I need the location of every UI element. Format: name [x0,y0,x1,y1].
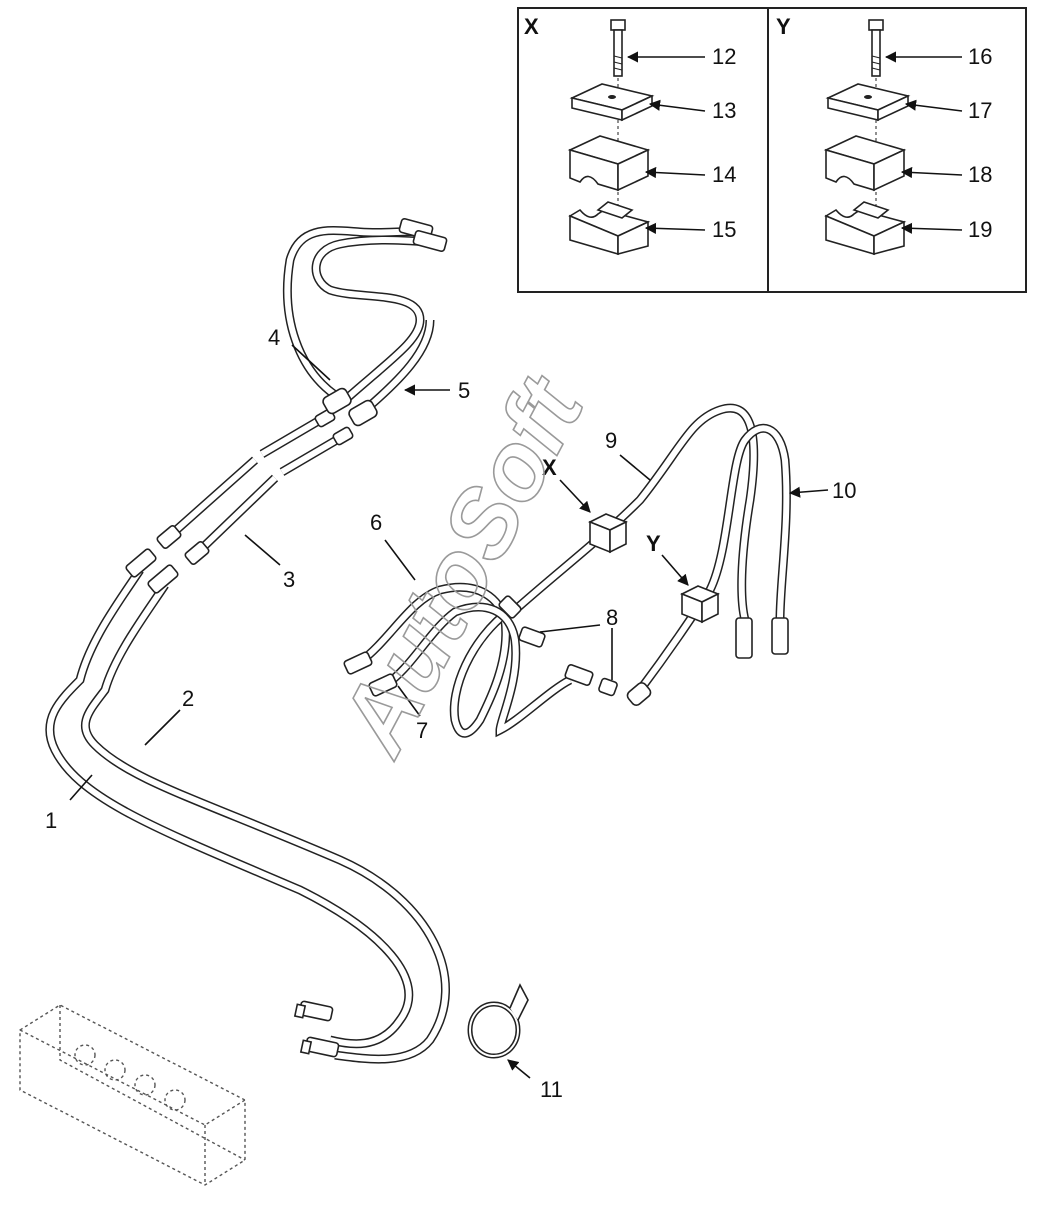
fitting-lower-b [299,1036,340,1058]
inset-panel-x: X [524,14,736,256]
callout-3: 3 [283,567,295,592]
clamp-x-on-hose [588,513,628,554]
callout-17: 17 [968,98,992,123]
bolt-12 [610,19,626,77]
callout-12: 12 [712,44,736,69]
inset-box: X [517,7,1027,293]
main-callouts: 1 2 3 4 5 6 7 8 9 10 11 X Y [45,325,856,1102]
callout-16: 16 [968,44,992,69]
bolt-16 [868,19,884,77]
callout-5: 5 [458,378,470,403]
hose-6 [357,582,513,738]
clamp-upper-14 [567,135,651,192]
callout-10: 10 [832,478,856,503]
inset-label-y: Y [776,14,791,39]
callout-x: X [542,455,557,480]
plate-13 [569,83,655,122]
clamp-y-on-hose [680,585,720,624]
callout-18: 18 [968,162,992,187]
callout-y: Y [646,531,661,556]
clamp-lower-15 [568,201,651,256]
pipe-1 [45,567,414,1049]
callout-15: 15 [712,217,736,242]
hose-3 [156,408,354,566]
fitting-upper-2 [147,564,179,594]
hose-4-5-fittings [322,217,448,427]
plate-17 [825,83,911,122]
clamp-upper-18 [823,135,907,192]
inset-label-x: X [524,14,539,39]
callout-7: 7 [416,718,428,743]
inset-panel-y: Y [776,14,992,256]
fitting-upper-1 [125,548,157,578]
hose-4 [282,226,431,404]
callout-2: 2 [182,686,194,711]
callout-1: 1 [45,808,57,833]
hose-7 [382,602,573,738]
valve-block-outline [19,1004,246,1186]
pipe-2 [80,582,450,1064]
right-fittings [343,595,789,706]
callout-4: 4 [268,325,280,350]
callout-14: 14 [712,162,736,187]
hose-10 [636,424,791,693]
fitting-lower-a [293,1000,334,1022]
callout-6: 6 [370,510,382,535]
callout-8: 8 [606,605,618,630]
callout-19: 19 [968,217,992,242]
hose-clip-11 [467,983,529,1059]
callout-13: 13 [712,98,736,123]
hose-5 [362,319,435,414]
callout-11: 11 [540,1077,563,1102]
clamp-lower-19 [824,201,907,256]
callout-9: 9 [605,428,617,453]
